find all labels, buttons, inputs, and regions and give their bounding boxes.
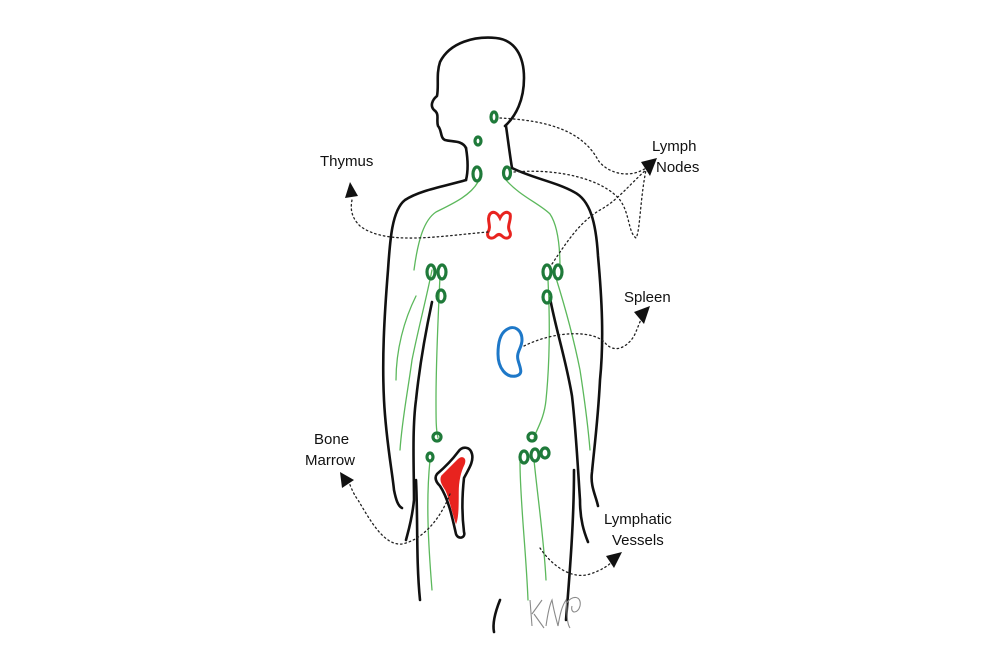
label-bone-marrow-line1: Bone [314, 431, 349, 448]
leader-lymph-node-axilla [551, 167, 649, 265]
lymph-node [501, 165, 513, 181]
head-outline [430, 36, 526, 150]
lymph-node [425, 451, 435, 463]
lymph-node [552, 263, 564, 281]
arrow-icon [634, 306, 650, 324]
arrow-icon [606, 552, 622, 568]
lymph-node [473, 135, 483, 147]
left-inner-arm [404, 300, 434, 542]
lymph-nodes [425, 110, 564, 465]
label-lymphatic-vessels-line1: Lymphatic [604, 511, 672, 528]
spleen-organ [496, 326, 524, 378]
vessel [413, 181, 479, 271]
right-inner-arm [548, 296, 590, 544]
vessel [533, 459, 547, 581]
leader-lymphatic-vessels [539, 547, 615, 576]
vessel [533, 279, 550, 439]
vessel [519, 461, 529, 601]
inner-leg-right [492, 598, 502, 634]
leader-lymph-node-neck-2 [513, 169, 647, 239]
left-leg [414, 478, 422, 602]
arrow-icon [340, 472, 354, 488]
vessel [555, 277, 591, 451]
label-thymus: Thymus [320, 153, 373, 170]
lymph-node [471, 165, 483, 183]
body-outline [381, 36, 604, 634]
neck-left [464, 146, 469, 182]
leader-thymus [350, 199, 489, 239]
leader-bone-marrow [347, 479, 451, 545]
lymph-node [436, 263, 448, 281]
lymph-node [518, 449, 530, 465]
lymph-node [425, 263, 437, 281]
vessel [399, 269, 433, 451]
lymph-node [541, 289, 553, 305]
lymph-node [539, 446, 551, 460]
label-lymphatic-vessels-line2: Vessels [612, 532, 664, 549]
thymus-organ [486, 210, 512, 240]
arrow-icon [641, 158, 657, 176]
neck-right [504, 124, 514, 170]
arrowheads [340, 158, 657, 568]
leader-lines [347, 117, 649, 576]
bone-marrow-organ [440, 457, 466, 525]
signature-strokes [529, 596, 581, 629]
label-bone-marrow-line2: Marrow [305, 452, 355, 469]
lymph-node [435, 288, 447, 304]
lymph-node [431, 431, 443, 443]
lymph-node [541, 263, 553, 281]
right-shoulder-arm [510, 166, 604, 508]
vessel [395, 295, 417, 381]
vessel [427, 459, 433, 591]
leader-lymph-node-neck-1 [499, 117, 647, 175]
leader-spleen [523, 313, 645, 350]
vessel [435, 275, 441, 439]
lymph-node [526, 431, 538, 443]
label-lymph-nodes-line2: Nodes [656, 159, 699, 176]
lymph-node [489, 110, 499, 124]
vessel [505, 179, 561, 269]
label-lymph-nodes-line1: Lymph [652, 138, 696, 155]
lymph-node [529, 447, 541, 463]
label-spleen: Spleen [624, 289, 671, 306]
femur-outline [434, 446, 474, 539]
left-shoulder-arm [381, 178, 468, 510]
arrow-icon [345, 182, 358, 198]
artist-signature [529, 596, 581, 629]
lymphatic-vessels [395, 179, 591, 601]
